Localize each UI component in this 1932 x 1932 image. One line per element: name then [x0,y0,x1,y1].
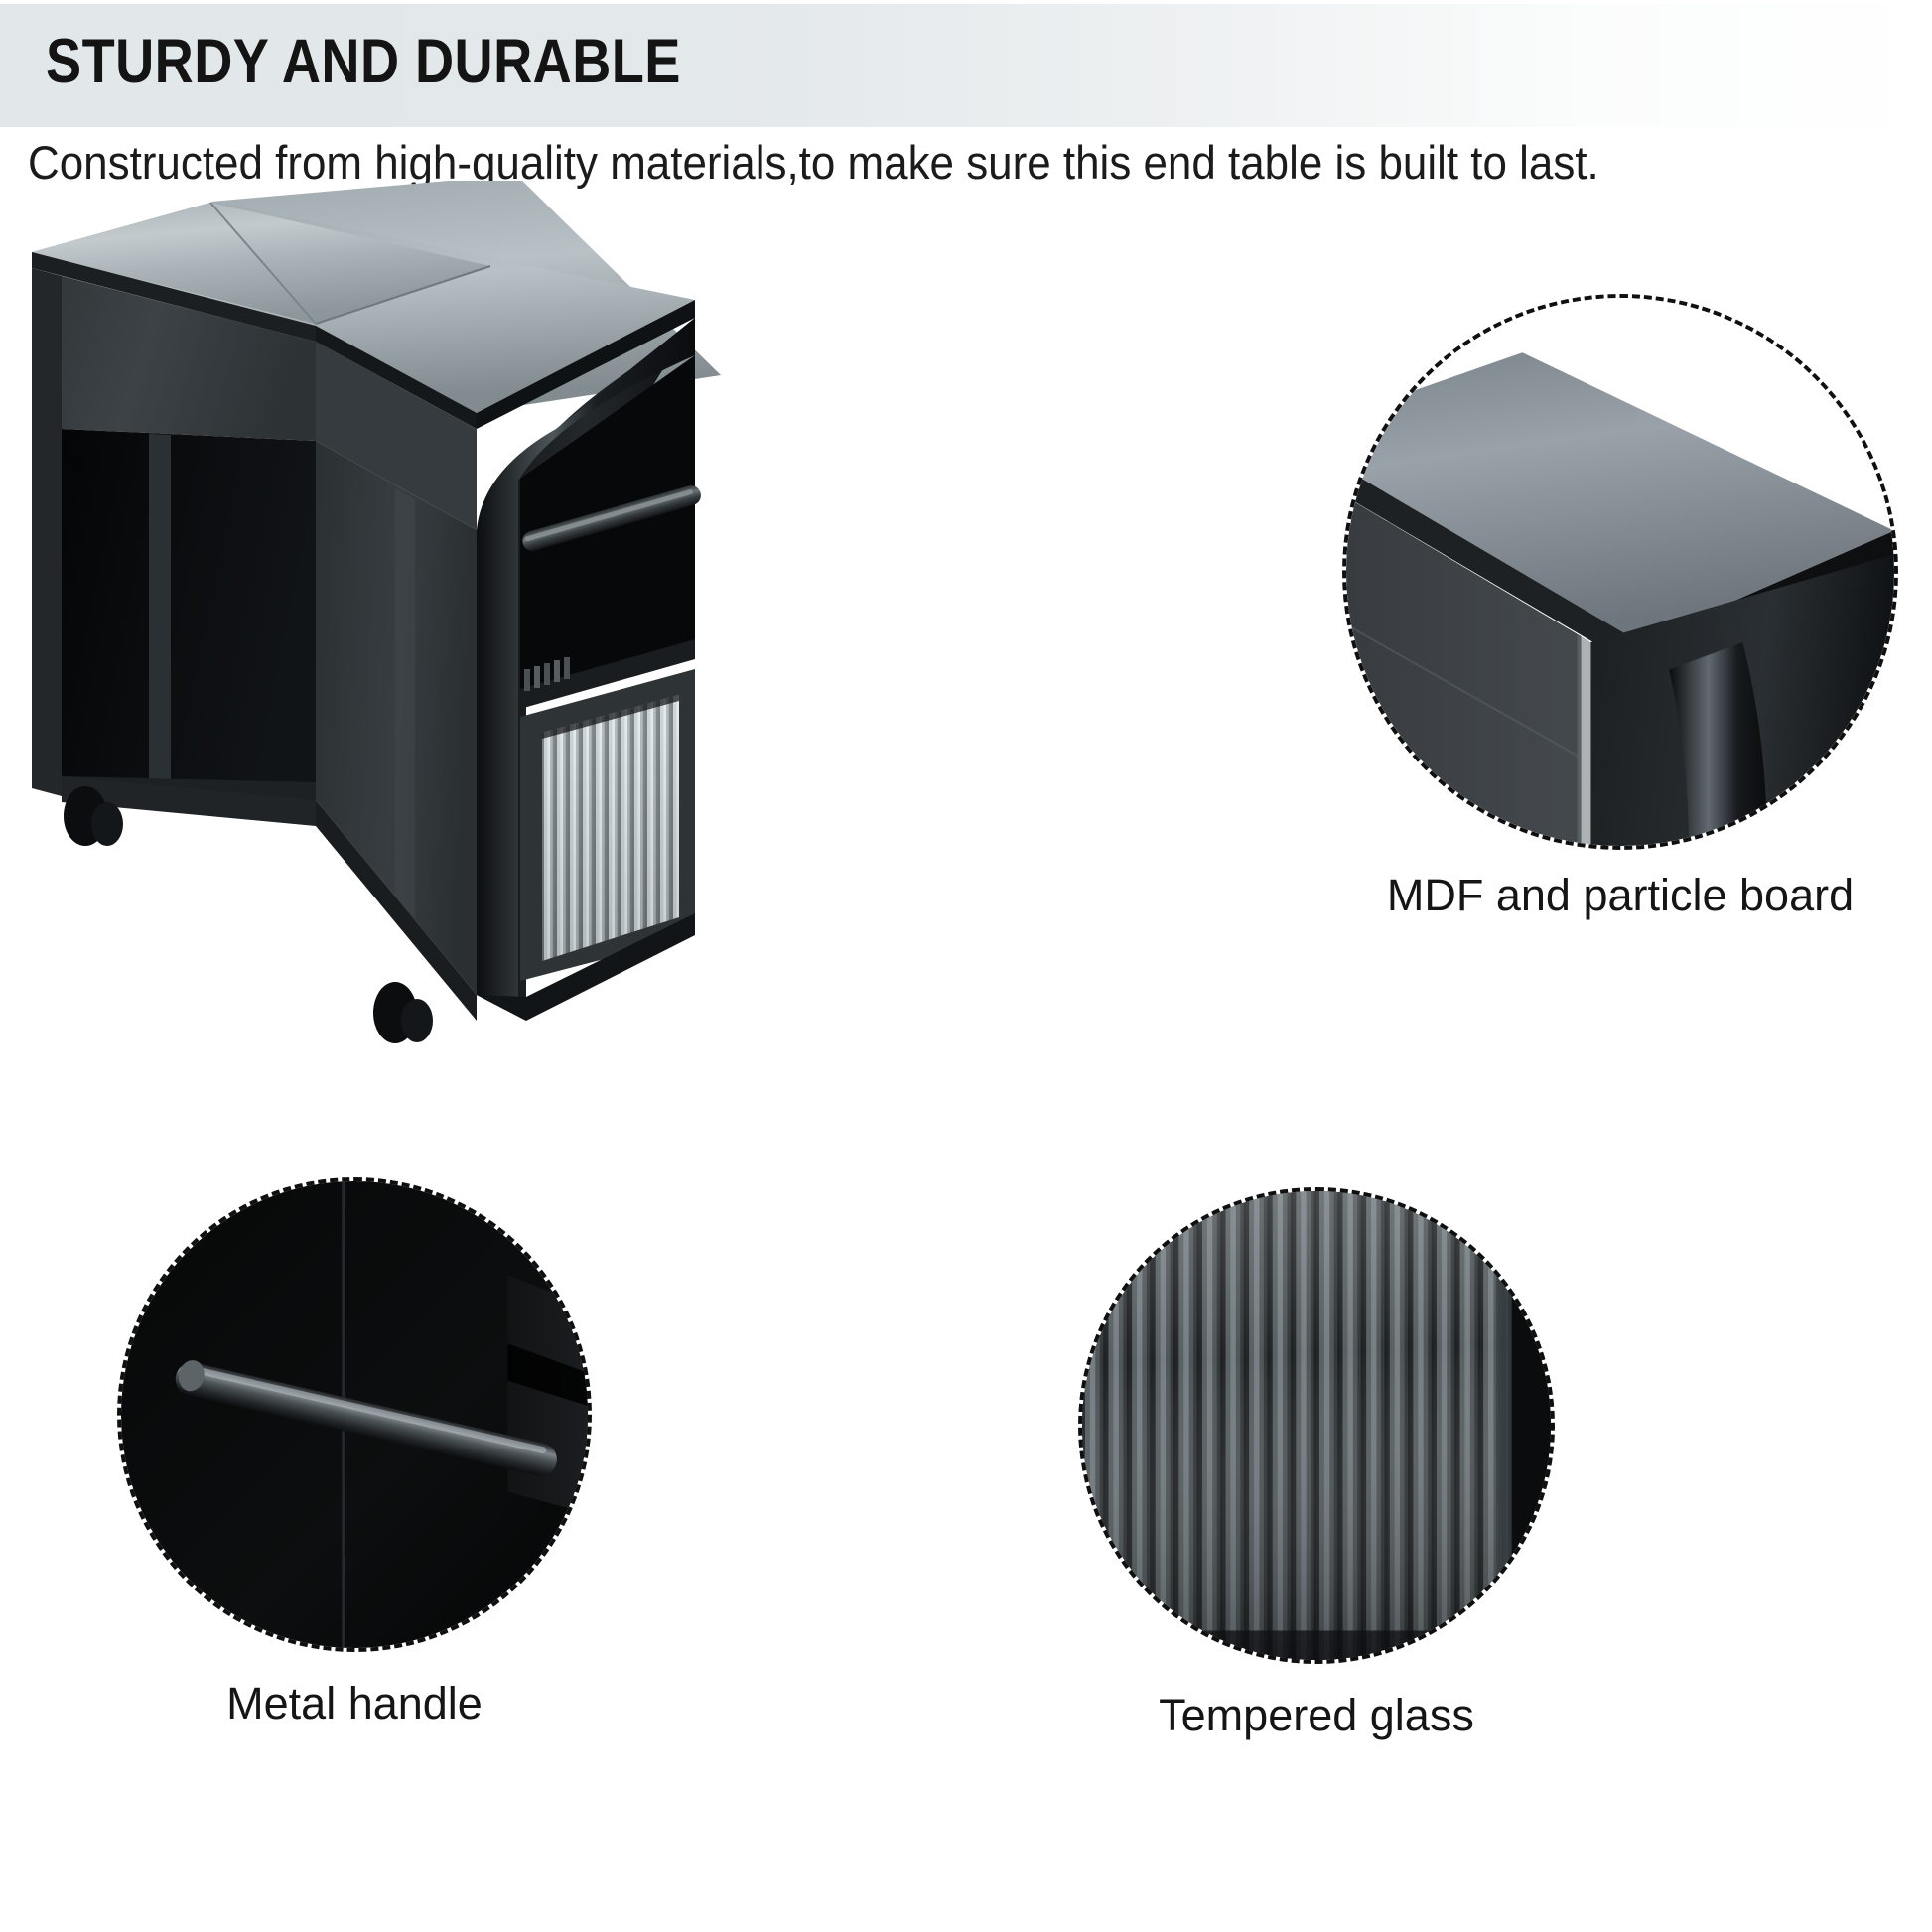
caster-wheel-rear-left [64,786,123,846]
glass-detail-circle [1078,1187,1555,1664]
page-title: STURDY AND DURABLE [46,27,681,96]
callout-handle-label: Metal handle [226,1678,483,1728]
glass-frame-edge [1507,1191,1551,1660]
base-plinth-left [62,776,316,826]
handle-bar [175,1360,557,1476]
upper-apron-mid [316,342,477,530]
fluted-glass-door [520,669,695,981]
handle-detail-circle [117,1177,592,1652]
left-end-panel [32,268,62,796]
front-face-gloss [395,488,415,917]
shelf-divider [149,434,171,798]
callout-mdf: MDF and particle board [1342,294,1898,920]
mdf-corner-gloss [1669,641,1767,846]
top-seam [315,265,491,325]
header-banner: STURDY AND DURABLE [0,4,1932,127]
top-front-rim [32,252,316,342]
caster-wheel-front [373,982,433,1043]
bay-shelf-lip [520,639,695,709]
metal-handle-bar [522,485,701,551]
mdf-detail-circle [1342,294,1898,850]
subtitle-text: Constructed from high-quality materials,… [28,136,1599,189]
callout-glass-label: Tempered glass [1159,1690,1474,1740]
upper-apron-left [62,276,316,441]
mdf-top-plane [1346,352,1894,642]
open-shelf-cavity [62,429,316,800]
table-top-front-leaf [32,203,490,324]
top-right-rim [477,300,695,429]
base-plinth-front [316,800,477,1021]
callout-handle: Metal handle [117,1177,592,1728]
product-hero-image [0,181,1172,1074]
callout-glass: Tempered glass [1078,1187,1555,1740]
callout-mdf-label: MDF and particle board [1386,870,1855,920]
rounded-corner-gloss [477,318,695,1003]
bay-comb-detail [524,657,570,691]
